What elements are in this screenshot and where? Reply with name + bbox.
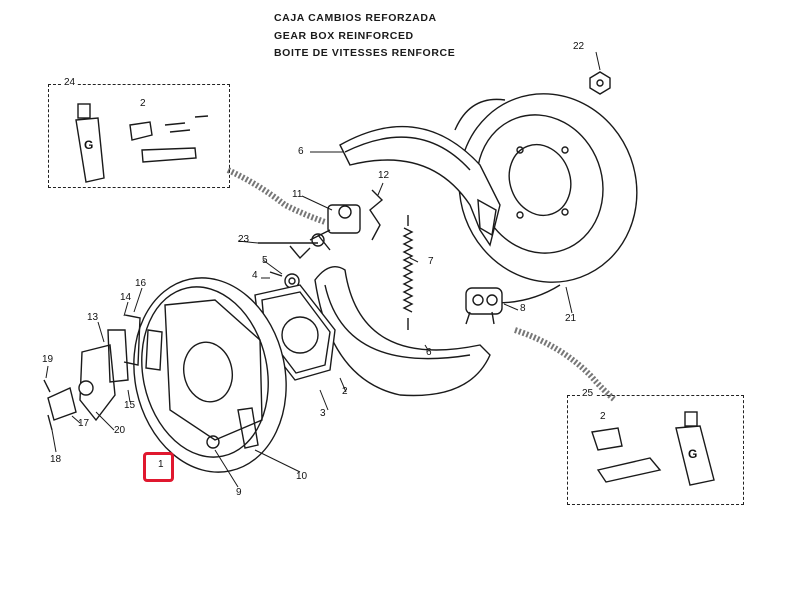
brake-drum [454,93,638,304]
callout-6a: 6 [298,146,304,157]
backing-plate [133,277,287,473]
title-english: GEAR BOX REINFORCED [274,30,414,42]
return-spring [402,215,414,330]
callout-4: 4 [252,270,258,281]
callout-1-highlight-box[interactable] [143,452,174,482]
callout-2a: 2 [140,98,146,109]
brake-shoe-lower [314,266,491,397]
callout-16: 16 [135,278,147,289]
kit-25-contents [591,411,715,486]
callout-14: 14 [120,292,132,303]
callout-17: 17 [78,418,90,429]
callout-10: 10 [296,471,308,482]
callout-5: 5 [262,255,268,266]
callout-3: 3 [320,408,326,419]
wheel-nut [589,71,611,95]
callout-11: 11 [292,189,303,200]
callout-21: 21 [565,313,577,324]
title-french: BOITE DE VITESSES RENFORCE [274,47,456,59]
callout-22: 22 [573,41,585,52]
spring-clip [369,189,384,241]
callout-18: 18 [50,454,62,465]
brake-shoe-upper [339,125,501,247]
kit-box-24 [48,84,230,188]
handbrake-parts [43,314,141,431]
callout-23: 23 [238,234,250,245]
adjuster-assembly [309,204,361,251]
wheel-cylinder [465,287,503,325]
kit-box-25 [567,395,744,505]
callout-13: 13 [87,312,99,323]
callout-7: 7 [428,256,434,267]
callout-12: 12 [378,170,390,181]
callout-15: 15 [124,400,136,411]
callout-19: 19 [42,354,54,365]
callout-8: 8 [520,303,526,314]
callout-2b: 2 [342,386,348,397]
hose-lower [514,327,617,403]
callout-1: 1 [158,459,164,470]
callout-20: 20 [114,425,126,436]
callout-2c: 2 [600,411,606,422]
callout-6b: 6 [426,347,432,358]
callout-25: 25 [580,388,596,399]
hose-upper [226,167,326,225]
callout-24: 24 [62,77,78,88]
callout-9: 9 [236,487,242,498]
title-spanish: CAJA CAMBIOS REFORZADA [274,12,437,24]
tube-letter-24: G [84,138,94,152]
tube-letter-25: G [688,447,698,461]
kit-24-contents [75,103,209,183]
